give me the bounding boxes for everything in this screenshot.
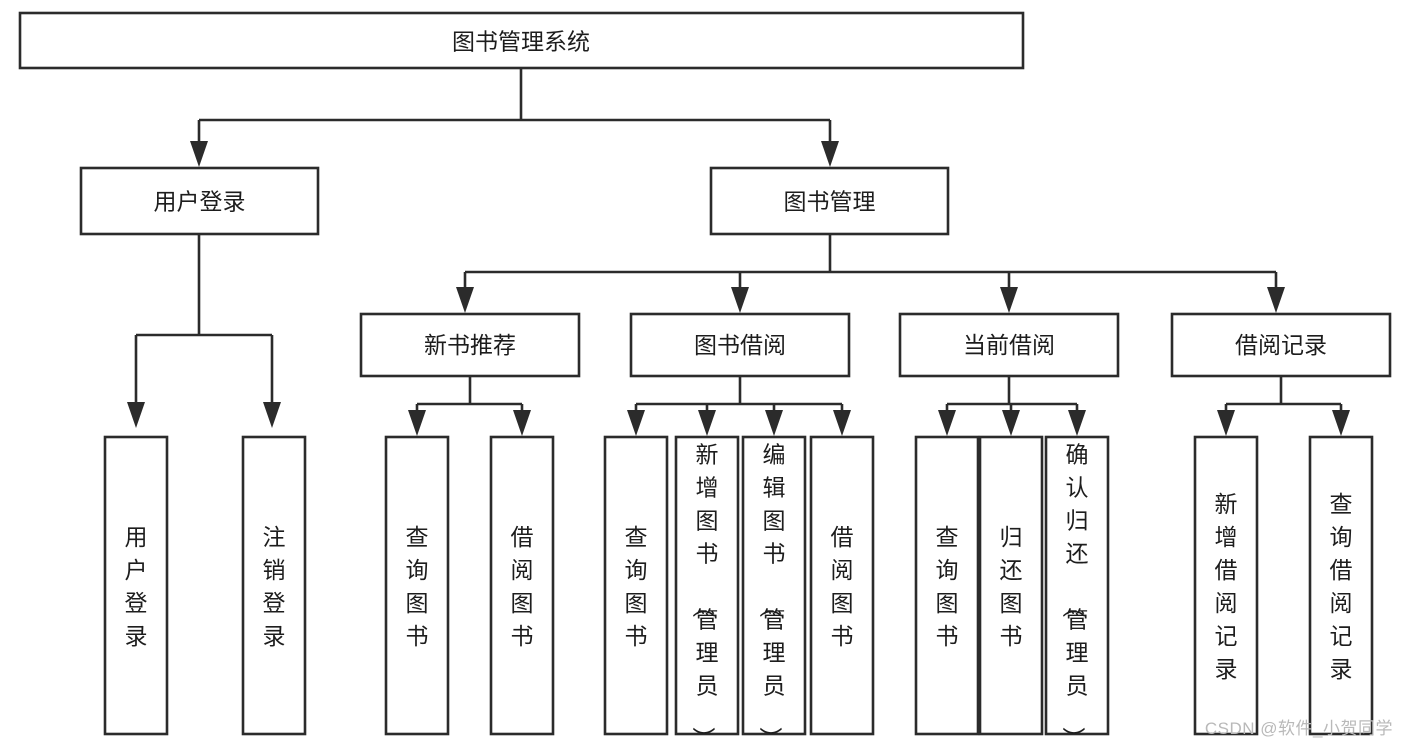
leaf-current-borrow-1-box[interactable]	[914, 435, 980, 736]
node-user-login-label: 用户登录	[154, 189, 246, 215]
leaf-borrow-records-2-label: 查询借阅记录	[1330, 491, 1353, 682]
node-user-login[interactable]: 用户登录	[79, 166, 320, 236]
leaf-current-borrow-1-label: 查询图书	[936, 524, 959, 649]
leaf-current-borrow-3-label: 确认归还（管理员）	[1061, 442, 1089, 747]
arrow-head-level3-1	[456, 287, 474, 313]
connector-group-bookmgmt	[456, 234, 1285, 313]
leaf-user-login-2-box[interactable]	[241, 435, 307, 736]
leaf-borrow-records-2[interactable]: 查询借阅记录	[1308, 435, 1374, 736]
leaf-new-book-2-label: 借阅图书	[511, 524, 534, 649]
node-borrow-records[interactable]: 借阅记录	[1170, 312, 1392, 378]
leaf-new-book-2-box[interactable]	[489, 435, 555, 736]
connector-group-borrow	[627, 376, 851, 436]
leaf-borrow-records-2-box[interactable]	[1308, 435, 1374, 736]
node-root-label: 图书管理系统	[452, 29, 590, 55]
node-book-borrow-box[interactable]	[629, 312, 851, 378]
arrow-head-borrow-leaf-2	[698, 410, 716, 436]
leaf-book-borrow-4-label: 借阅图书	[831, 524, 854, 649]
leaf-new-book-1-label: 查询图书	[406, 524, 429, 649]
leaf-user-login-1-box[interactable]	[103, 435, 169, 736]
node-new-book-recommend-label: 新书推荐	[424, 332, 516, 358]
leaf-current-borrow-2-box[interactable]	[978, 435, 1044, 736]
leaf-user-login-1[interactable]: 用户登录	[103, 435, 169, 736]
arrow-head-userlogin	[190, 141, 208, 167]
node-root-box[interactable]	[18, 11, 1025, 70]
leaf-book-borrow-1-box[interactable]	[603, 435, 669, 736]
arrow-head-level3-3	[1000, 287, 1018, 313]
connector-group-newbook	[408, 376, 531, 436]
leaf-book-borrow-1-label: 查询图书	[625, 524, 648, 649]
connector-group-current	[938, 376, 1086, 436]
leaf-book-borrow-2[interactable]: 新增图书（管理员）	[674, 435, 740, 747]
node-new-book-recommend-box[interactable]	[359, 312, 581, 378]
leaf-book-borrow-4-box[interactable]	[809, 435, 875, 736]
node-new-book-recommend[interactable]: 新书推荐	[359, 312, 581, 378]
arrow-head-level3-4	[1267, 287, 1285, 313]
connector-group-records	[1217, 376, 1350, 436]
leaf-book-borrow-3[interactable]: 编辑图书（管理员）	[741, 435, 807, 747]
arrow-head-level3-2	[731, 287, 749, 313]
node-user-login-box[interactable]	[79, 166, 320, 236]
leaf-current-borrow-3-box[interactable]	[1044, 435, 1110, 736]
leaf-borrow-records-1-label: 新增借阅记录	[1215, 491, 1238, 682]
arrow-head-userlogin-leaf-2	[263, 402, 281, 428]
leaf-book-borrow-2-box[interactable]	[674, 435, 740, 736]
arrow-head-records-leaf-2	[1332, 410, 1350, 436]
node-borrow-records-label: 借阅记录	[1235, 332, 1327, 358]
node-book-management-label: 图书管理	[784, 189, 876, 215]
connector-group-userlogin	[127, 234, 281, 428]
arrow-head-newbook-leaf-2	[513, 410, 531, 436]
arrow-head-current-leaf-3	[1068, 410, 1086, 436]
arrow-head-borrow-leaf-4	[833, 410, 851, 436]
leaf-new-book-1[interactable]: 查询图书	[384, 435, 450, 736]
leaf-user-login-2[interactable]: 注销登录	[241, 435, 307, 736]
leaf-current-borrow-2[interactable]: 归还图书	[978, 435, 1044, 736]
arrow-head-borrow-leaf-3	[765, 410, 783, 436]
node-book-borrow-label: 图书借阅	[694, 332, 786, 358]
leaf-current-borrow-2-label: 归还图书	[1000, 524, 1023, 649]
arrow-head-current-leaf-1	[938, 410, 956, 436]
node-book-management[interactable]: 图书管理	[709, 166, 950, 236]
leaf-new-book-2[interactable]: 借阅图书	[489, 435, 555, 736]
leaf-book-borrow-3-label: 编辑图书（管理员）	[758, 442, 786, 747]
leaf-borrow-records-1[interactable]: 新增借阅记录	[1193, 435, 1259, 736]
arrow-head-borrow-leaf-1	[627, 410, 645, 436]
arrow-head-newbook-leaf-1	[408, 410, 426, 436]
node-current-borrow-label: 当前借阅	[963, 332, 1055, 358]
leaf-book-borrow-3-box[interactable]	[741, 435, 807, 736]
node-book-management-box[interactable]	[709, 166, 950, 236]
leaf-new-book-1-box[interactable]	[384, 435, 450, 736]
leaf-current-borrow-3[interactable]: 确认归还（管理员）	[1044, 435, 1110, 747]
node-borrow-records-box[interactable]	[1170, 312, 1392, 378]
arrow-head-records-leaf-1	[1217, 410, 1235, 436]
leaf-book-borrow-2-label: 新增图书（管理员）	[691, 442, 719, 747]
node-current-borrow-box[interactable]	[898, 312, 1120, 378]
leaf-book-borrow-1[interactable]: 查询图书	[603, 435, 669, 736]
leaf-user-login-2-label: 注销登录	[263, 524, 286, 649]
leaf-user-login-1-label: 用户登录	[125, 524, 148, 649]
node-current-borrow[interactable]: 当前借阅	[898, 312, 1120, 378]
connector-group-root	[190, 68, 839, 167]
leaf-borrow-records-1-box[interactable]	[1193, 435, 1259, 736]
arrow-head-current-leaf-2	[1002, 410, 1020, 436]
node-book-borrow[interactable]: 图书借阅	[629, 312, 851, 378]
arrow-head-bookmgmt	[821, 141, 839, 167]
node-root[interactable]: 图书管理系统	[18, 11, 1025, 70]
arrow-head-userlogin-leaf-1	[127, 402, 145, 428]
leaf-current-borrow-1[interactable]: 查询图书	[914, 435, 980, 736]
leaf-book-borrow-4[interactable]: 借阅图书	[809, 435, 875, 736]
